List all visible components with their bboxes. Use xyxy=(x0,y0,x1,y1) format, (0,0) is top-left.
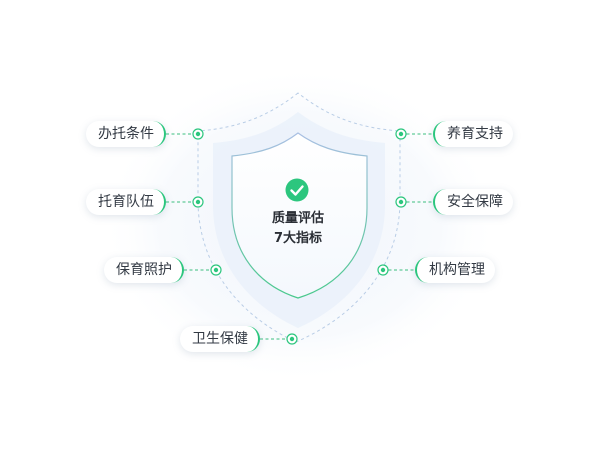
node-baoyu xyxy=(210,264,222,276)
center-title-line1: 质量评估 xyxy=(271,211,324,226)
inner-shield xyxy=(231,132,368,299)
node-weisheng xyxy=(286,333,298,345)
node-yangyu xyxy=(395,128,407,140)
indicator-tuoyu-duiwu: 托育队伍 xyxy=(86,189,166,215)
node-tuoyu xyxy=(192,196,204,208)
indicator-baoyu-zhaohu: 保育照护 xyxy=(104,257,184,283)
check-circle-icon xyxy=(285,178,309,202)
node-jigou xyxy=(377,264,389,276)
indicator-weisheng-baojian: 卫生保健 xyxy=(180,326,260,352)
indicator-anquan-baozhang: 安全保障 xyxy=(433,189,513,215)
center-title-line2: 7大指标 xyxy=(273,231,323,246)
node-anquan xyxy=(395,196,407,208)
indicator-yangyu-zhichi: 养育支持 xyxy=(433,121,513,147)
connector-nodes xyxy=(192,128,407,345)
indicator-jigou-guanli: 机构管理 xyxy=(415,257,495,283)
indicator-banto-tiaojian: 办托条件 xyxy=(86,121,166,147)
node-banto xyxy=(192,128,204,140)
